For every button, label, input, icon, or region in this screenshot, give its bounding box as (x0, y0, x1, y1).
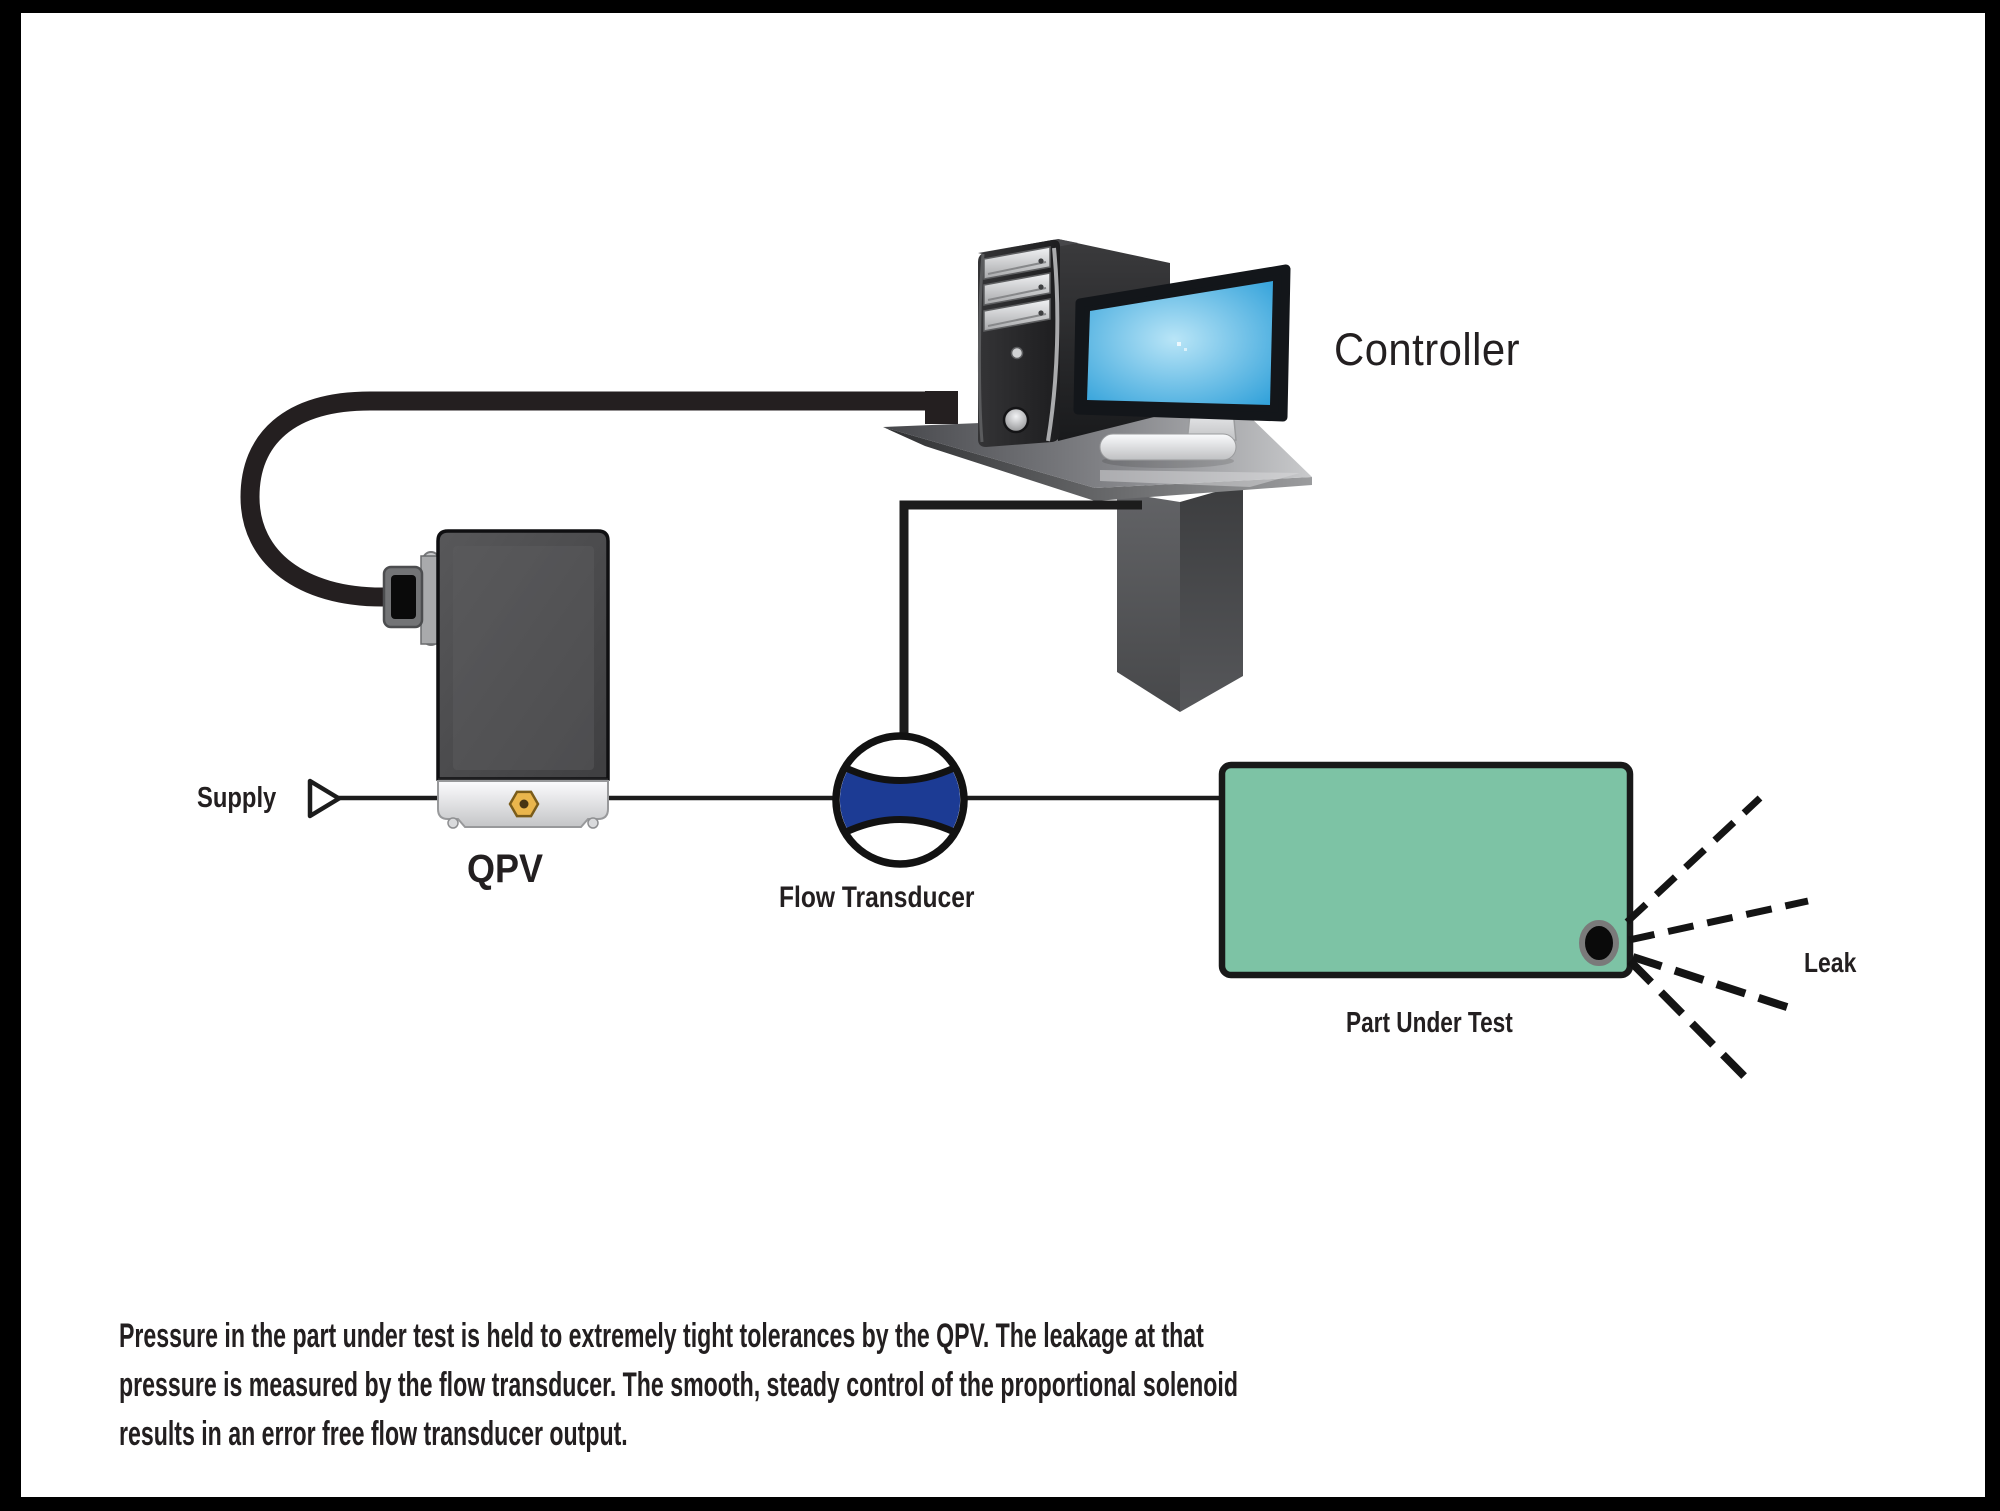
monitor-base (1099, 433, 1237, 461)
label-flow-transducer: Flow Transducer (779, 881, 975, 914)
tower-port-hole (1002, 406, 1030, 434)
desk-illustration (883, 412, 1312, 712)
tower-drive-bays (983, 246, 1051, 332)
label-supply: Supply (197, 782, 277, 814)
label-leak: Leak (1804, 947, 1857, 978)
caption-line-3: results in an error free flow transducer… (119, 1415, 628, 1453)
caption-line-2: pressure is measured by the flow transdu… (119, 1366, 1238, 1404)
tower-power-button (1010, 346, 1024, 360)
supply-arrow-icon (307, 778, 342, 819)
part-under-test-box (1218, 761, 1634, 979)
caption-text: Pressure in the part under test is held … (119, 1312, 1238, 1459)
label-controller: Controller (1334, 324, 1521, 375)
leak-hole (1579, 920, 1619, 966)
label-part-under-test: Part Under Test (1346, 1007, 1513, 1039)
label-qpv: QPV (467, 847, 544, 891)
qpv-controller-cable (240, 391, 958, 607)
leak-spray-dashed-lines (1624, 795, 1809, 1088)
desk-pedestal-front (1117, 492, 1180, 712)
controller-transducer-signal-line (899, 500, 1142, 742)
qpv-valve-illustration (382, 529, 610, 829)
transducer-venturi (839, 770, 961, 830)
desk-pedestal-side (1180, 484, 1243, 712)
monitor-icon (1073, 264, 1291, 468)
flow-transducer-symbol (832, 732, 968, 868)
caption-line-1: Pressure in the part under test is held … (119, 1317, 1204, 1355)
